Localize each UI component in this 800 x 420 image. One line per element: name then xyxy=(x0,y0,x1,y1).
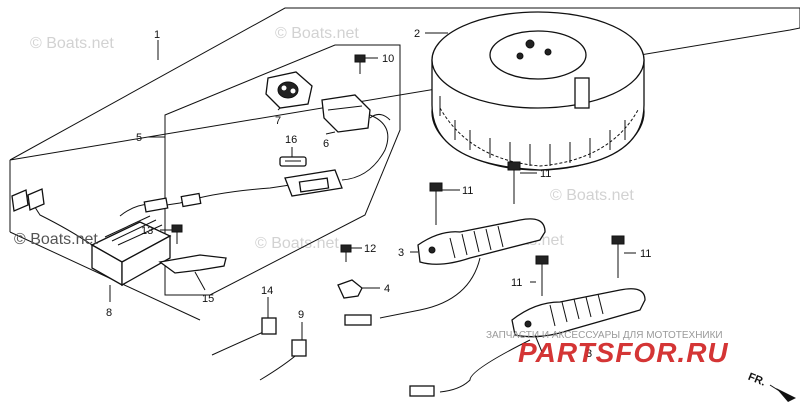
flywheel xyxy=(431,11,645,171)
callout-11-b: 11 xyxy=(540,168,551,180)
callout-15: 15 xyxy=(202,293,214,305)
fuse-holder-6 xyxy=(321,94,391,133)
bracket-4 xyxy=(337,279,363,299)
callout-3-upper: 3 xyxy=(398,247,404,259)
callout-1: 1 xyxy=(154,29,160,41)
subassembly-border xyxy=(164,44,401,296)
callout-5: 5 xyxy=(136,132,142,144)
watermark-brand-logo: PARTSFOR.RU xyxy=(518,337,729,368)
callout-7: 7 xyxy=(275,115,281,127)
callout-11-d: 11 xyxy=(640,248,651,260)
callout-6: 6 xyxy=(323,138,329,150)
callout-11-a: 11 xyxy=(462,185,473,197)
bolt-11-b xyxy=(507,161,521,204)
charge-coil-lower xyxy=(409,288,646,397)
cable-tie-14 xyxy=(211,317,277,356)
bolt-11-a xyxy=(429,182,443,225)
bolt-10 xyxy=(354,54,366,74)
cable-tie-9 xyxy=(259,339,307,381)
watermark-boats-right-2: © Boats.net xyxy=(550,187,634,204)
bolt-11-d xyxy=(611,235,625,278)
callout-3-lower: 3 xyxy=(586,348,592,360)
callout-12: 12 xyxy=(364,243,376,255)
callout-10: 10 xyxy=(382,53,394,65)
watermark-brand-subtitle: ЗАПЧАСТИ И АКСЕССУАРЫ ДЛЯ МОТОТЕХНИКИ xyxy=(486,330,723,341)
front-label: FR. xyxy=(746,371,767,389)
watermark-boats-top: © Boats.net xyxy=(30,35,114,52)
assembly-border-top xyxy=(9,7,800,161)
callout-9: 9 xyxy=(298,309,304,321)
front-direction-indicator: FR. xyxy=(746,371,796,402)
callout-8: 8 xyxy=(106,307,112,319)
callout-16: 16 xyxy=(285,134,297,146)
regulator-rectifier xyxy=(11,188,172,287)
charge-coil-upper xyxy=(344,218,546,326)
bolt-11-c xyxy=(535,255,549,296)
callout-13: 13 xyxy=(141,225,153,237)
wire-harness xyxy=(119,114,389,217)
callout-2: 2 xyxy=(414,28,420,40)
watermark-boats-top-2: © Boats.net xyxy=(275,25,359,42)
fuse-16 xyxy=(279,156,307,167)
regulator-bracket xyxy=(158,254,227,274)
callout-4: 4 xyxy=(384,283,390,295)
bolt-12 xyxy=(340,244,352,262)
leader-lines xyxy=(109,32,636,353)
bolt-13 xyxy=(171,224,183,244)
callout-14: 14 xyxy=(261,285,273,297)
watermark-boats-left: © Boats.net xyxy=(14,231,98,248)
callout-11-c: 11 xyxy=(511,277,522,289)
connector-7 xyxy=(265,71,313,109)
